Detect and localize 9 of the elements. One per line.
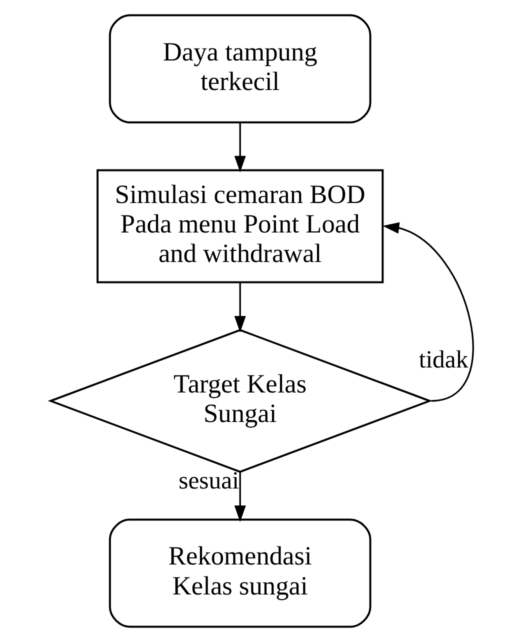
node-box: Rekomendasi Kelas sungai xyxy=(108,518,371,628)
edge-label: sesuai xyxy=(178,467,239,494)
edge-label: tidak xyxy=(418,346,468,374)
arrow xyxy=(234,122,246,172)
arrow xyxy=(234,472,246,522)
node-box: Simulasi cemaran BOD Pada menu Point Load and withdrawal xyxy=(96,169,384,284)
arrow xyxy=(382,222,474,402)
arrow xyxy=(234,282,246,333)
node-box: Daya tampung terkecil xyxy=(108,14,371,124)
